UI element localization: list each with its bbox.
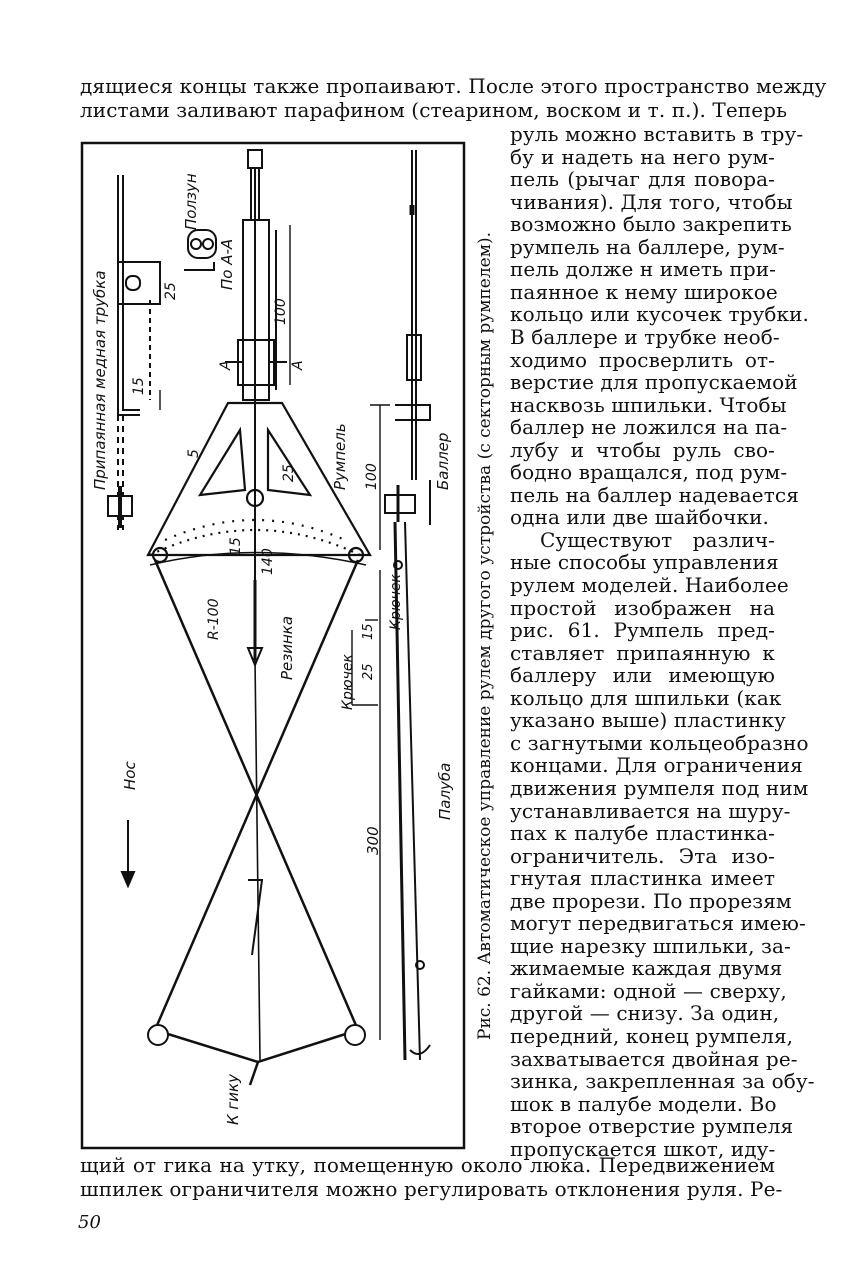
column-line: захватывается двойная ре- (510, 1047, 798, 1071)
column-line: рис. 61. Румпель пред- (510, 618, 775, 642)
column-line: указано выше) пластинку (510, 708, 786, 732)
dim-25-hook: 25 (361, 663, 376, 680)
column-line: гайками: одной — сверху, (510, 979, 787, 1003)
dim-15-mid: 15 (228, 537, 244, 555)
tiller-triangle (146, 401, 372, 564)
column-line: ставляет припаянную к (510, 641, 775, 665)
column-line: гнутая пластинка имеет (510, 866, 775, 890)
soldered-tube-drawing (107, 175, 161, 530)
text-line: шпилек ограничителя можно регулировать о… (80, 1177, 783, 1201)
label-section: По А-А (218, 239, 236, 290)
column-line: В баллере и трубке необ- (510, 325, 780, 349)
column-line: пропускается шкот, иду- (510, 1137, 776, 1161)
column-line: простой изображен на (510, 596, 775, 620)
column-line: щие нарезку шпильки, за- (510, 934, 791, 958)
column-line: пель долже н иметь при- (510, 257, 777, 281)
dim-25-mid: 25 (281, 464, 297, 482)
column-line: ные способы управления (510, 550, 779, 574)
column-line: ходимо просверлить от- (510, 348, 775, 372)
column-line: концами. Для ограничения (510, 753, 803, 777)
dimension-lines (159, 225, 390, 1040)
text-line: дящиеся концы также пропаивают. После эт… (80, 74, 827, 98)
column-line: возможно было закрепить (510, 212, 792, 236)
column-line: чивания). Для того, чтобы (510, 190, 793, 214)
bow-arrow (120, 820, 136, 889)
column-line: пах к палубе пластинка- (510, 821, 775, 845)
column-line: баллеру или имеющую (510, 663, 775, 687)
central-rudder-assembly (225, 149, 287, 580)
label-bow: Нос (121, 761, 139, 790)
pulley-right (344, 1024, 366, 1046)
dim-300: 300 (364, 826, 382, 855)
dim-25-top: 25 (163, 282, 179, 300)
column-line: руль можно вставить в тру- (510, 122, 804, 146)
column-line: пель на баллер надевается (510, 483, 799, 507)
lower-hook (248, 879, 264, 956)
column-line: бодно вращался, под рум- (510, 460, 788, 484)
column-line: могут передвигаться имею- (510, 911, 806, 935)
column-line: лубу и чтобы руль сво- (510, 438, 775, 462)
slider-icon (184, 229, 217, 271)
column-line: кольцо или кусочек трубки. (510, 302, 810, 326)
column-line: одна или две шайбочки. (510, 505, 769, 529)
column-line: устанавливается на шуру- (510, 799, 791, 823)
column-line: жимаемые каждая двумя (510, 956, 783, 980)
label-hook-2: Крючек (340, 654, 356, 710)
label-to-boom: К гику (224, 1073, 242, 1125)
column-line: пель (рычаг для повора- (510, 167, 775, 191)
column-line: румпель на баллере, рум- (510, 235, 785, 259)
figure-frame (80, 141, 466, 1150)
dim-r100: R-100 (206, 598, 222, 640)
dim-5: 5 (186, 449, 202, 458)
column-line: баллер не ложился на па- (510, 415, 788, 439)
column-line: верстие для пропускаемой (510, 370, 798, 394)
arc-r100 (149, 551, 367, 566)
text-line: листами заливают парафином (стеарином, в… (80, 98, 788, 122)
column-line: рулем моделей. Наиболее (510, 573, 789, 597)
column-line: две прорези. По прорезям (510, 889, 792, 913)
column-line: движения румпеля под ним (510, 776, 809, 800)
column-line: Существуют различ- (540, 528, 775, 552)
column-line: передний, конец румпеля, (510, 1024, 794, 1048)
dim-15-top: 15 (131, 377, 147, 395)
dim-100-right: 100 (364, 463, 380, 490)
text-line: щий от гика на утку, помещенную около лю… (80, 1153, 775, 1177)
label-hook-1: Крючек (388, 574, 404, 630)
dim-15-hook: 15 (361, 623, 376, 640)
column-line: бу и надеть на него рум- (510, 145, 775, 169)
column-line: второе отверстие румпеля (510, 1114, 794, 1138)
label-slider: Ползун (182, 173, 200, 230)
column-line: насквозь шпильки. Чтобы (510, 393, 787, 417)
pulley-left (147, 1024, 169, 1046)
column-line: другой — снизу. За один, (510, 1001, 780, 1025)
label-section-mark-right: А (290, 360, 306, 371)
page-number: 50 (78, 1212, 101, 1233)
label-rudder-stock: Баллер (434, 433, 452, 490)
label-deck: Палуба (436, 763, 454, 820)
rudder-stock-drawing (384, 150, 431, 1061)
column-line: кольцо для шпильки (как (510, 686, 782, 710)
label-soldered-tube: Припаянная медная трубка (91, 270, 109, 490)
column-line: паянное к нему широкое (510, 280, 778, 304)
column-line: с загнутыми кольцеобразно (510, 731, 809, 755)
column-line: зинка, закрепленная за обу- (510, 1069, 815, 1093)
elastic-hook (246, 647, 264, 668)
label-section-mark-left: А (218, 360, 234, 371)
column-line: ограничитель. Эта изо- (510, 844, 775, 868)
label-tiller: Румпель (331, 423, 349, 490)
dim-100-slider: 100 (273, 298, 289, 325)
label-elastic: Резинка (278, 616, 296, 680)
column-line: шок в палубе модели. Во (510, 1092, 777, 1116)
figure-caption: Рис. 62. Автоматическое управление рулем… (475, 232, 495, 1040)
control-lines (153, 559, 360, 1086)
dim-140: 140 (260, 548, 276, 575)
